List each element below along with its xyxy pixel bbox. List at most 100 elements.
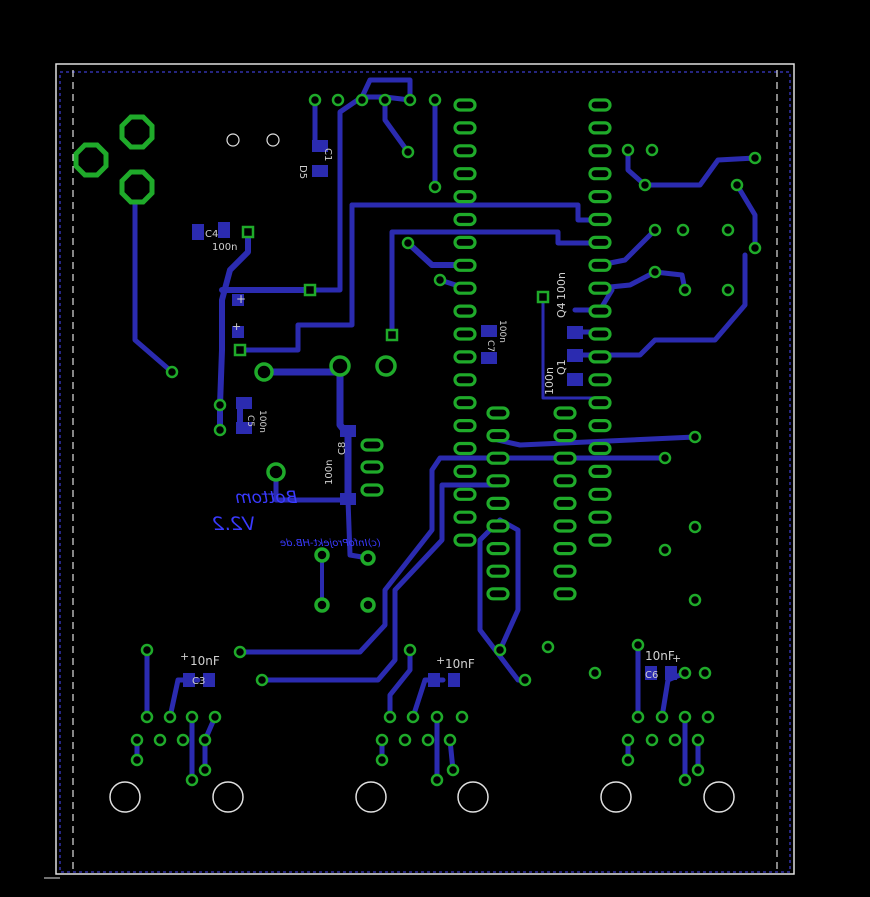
trace [237, 455, 501, 655]
ic-pin-pad [453, 235, 477, 249]
large-pad [314, 597, 330, 613]
large-pad [360, 597, 376, 613]
via-pad [355, 93, 369, 107]
via-pad [163, 710, 177, 724]
via-pad [406, 710, 420, 724]
via-pad [421, 733, 435, 747]
ic-pin-pad [453, 190, 477, 204]
polarity-mark: + [180, 650, 189, 663]
ic-pin-pad [486, 587, 510, 601]
polarity-mark: + [436, 654, 445, 667]
ic-pin-pad [588, 281, 612, 295]
jack-hole [109, 781, 141, 813]
smd-pad [567, 349, 583, 362]
via-pad [130, 733, 144, 747]
via-pad [678, 283, 692, 297]
trace [541, 295, 602, 400]
power-connector-pad [119, 169, 155, 205]
polarity-mark: + [672, 652, 681, 665]
via-pad [621, 143, 635, 157]
ic-pin-pad [453, 533, 477, 547]
via-pad [401, 145, 415, 159]
power-connector-pad [119, 114, 155, 150]
via-pad [631, 710, 645, 724]
ic-pin-pad [588, 304, 612, 318]
trace [625, 147, 758, 188]
ic-pin-pad [486, 451, 510, 465]
smd-pad [340, 425, 356, 437]
via-pad [433, 273, 447, 287]
via-pad [748, 151, 762, 165]
ic-pin-pad [453, 167, 477, 181]
via-pad [658, 543, 672, 557]
ic-pin-pad [453, 144, 477, 158]
silk-c8-val: 100n [324, 460, 335, 485]
square-pad [385, 328, 399, 342]
ic-pin-pad [588, 441, 612, 456]
via-pad [678, 666, 692, 680]
ic-pin-pad [486, 474, 510, 488]
via-pad [140, 643, 154, 657]
via-pad [721, 223, 735, 237]
via-pad [676, 223, 690, 237]
smd-pad [232, 294, 244, 306]
smd-pad [183, 673, 195, 687]
mounting-hole [266, 133, 280, 147]
ic-pin-pad [553, 541, 577, 556]
jack-hole [457, 781, 489, 813]
trace [237, 202, 355, 353]
header-pin-pad [360, 460, 384, 474]
board-edge [55, 63, 795, 875]
silk-c4: C4 [205, 229, 218, 240]
smd-pad [340, 493, 356, 505]
via-pad [185, 710, 199, 724]
silk-q1-val: 100n [543, 367, 556, 395]
ic-pin-pad [453, 304, 477, 318]
via-pad [631, 638, 645, 652]
ic-pin-pad [453, 441, 477, 456]
via-pad [648, 265, 662, 279]
via-pad [430, 773, 444, 787]
via-pad [655, 710, 669, 724]
power-connector-pad [73, 142, 109, 178]
silk-c3: C3 [192, 676, 205, 687]
jack-hole [355, 781, 387, 813]
ic-pin-pad [588, 419, 612, 433]
large-pad [360, 550, 376, 566]
silk-c7: C7 [485, 340, 495, 352]
smd-pad [203, 673, 215, 687]
square-pad [241, 225, 255, 239]
smd-pad [312, 140, 328, 152]
via-pad [691, 763, 705, 777]
silkscreen-layer: Bottom V2.2 (c)InfoProjekt-HB.de D5 C1 C… [180, 148, 681, 687]
board-outline [44, 63, 795, 879]
ic-pin-pad [486, 406, 510, 420]
via-pad [403, 93, 417, 107]
via-pad [748, 241, 762, 255]
via-pad [331, 93, 345, 107]
smd-pad [448, 673, 460, 687]
large-pad [314, 547, 330, 563]
trace [734, 182, 758, 251]
via-pad [428, 93, 442, 107]
trace [359, 77, 413, 103]
credit-label: (c)InfoProjekt-HB.de [280, 538, 381, 549]
via-pad [721, 283, 735, 297]
via-pad [443, 733, 457, 747]
via-pad [688, 593, 702, 607]
via-pad [648, 223, 662, 237]
ic-pin-pad [588, 258, 612, 272]
via-pad [588, 666, 602, 680]
via-pad [428, 180, 442, 194]
ic-pin-pad [588, 235, 612, 249]
ic-pin-pad [453, 212, 477, 227]
silk-c8: C8 [337, 442, 348, 455]
square-pad [303, 283, 317, 297]
ic-pin-pad [588, 121, 612, 135]
ic-pin-pad [553, 474, 577, 488]
polarity-mark: + [236, 292, 246, 306]
large-pad [254, 362, 274, 382]
via-pad [691, 733, 705, 747]
smd-pad [645, 666, 657, 680]
via-pad [378, 93, 392, 107]
